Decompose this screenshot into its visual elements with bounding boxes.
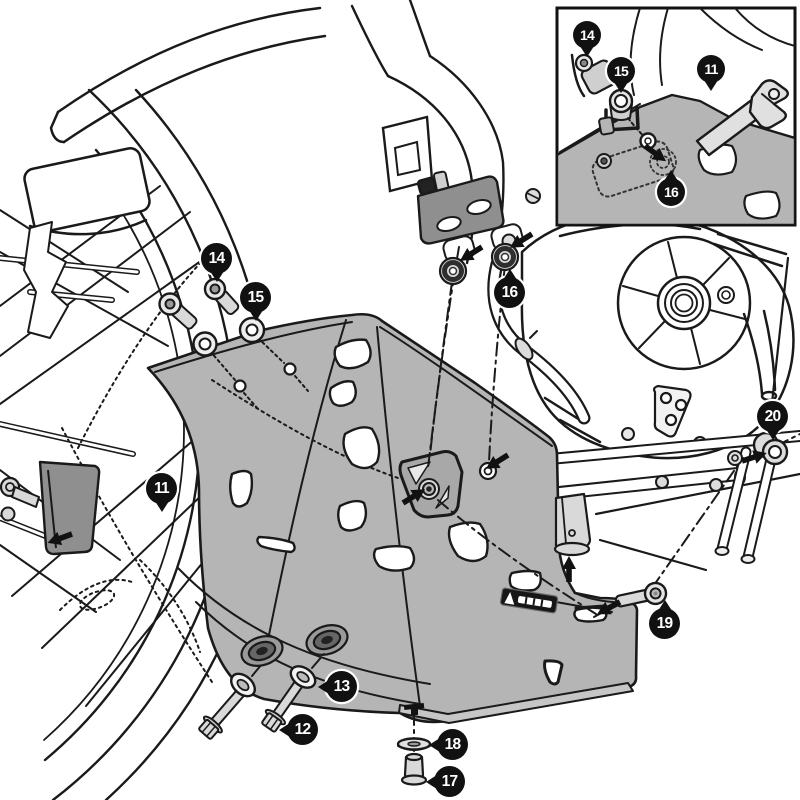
tire-knob-pad (23, 147, 151, 233)
inset-callout-11-label: 11 (704, 61, 718, 77)
washer-20 (727, 450, 743, 466)
inset-callout-15: 15 (607, 57, 635, 85)
callout-12-label: 12 (294, 720, 311, 738)
callout-15-label: 15 (247, 288, 264, 306)
callout-11-label: 11 (154, 479, 170, 497)
callout-12: 12 (287, 714, 318, 745)
washer-14 (192, 331, 218, 357)
clutch-cover (616, 235, 752, 371)
bolt-14 (158, 292, 198, 330)
brand-badge (499, 587, 559, 614)
callout-20-label: 20 (764, 407, 781, 425)
callout-19-label: 19 (656, 614, 673, 632)
callout-16: 16 (494, 277, 525, 308)
hose-clamp (514, 337, 534, 361)
clamp-bracket (553, 492, 592, 557)
frame-downtubes (350, 0, 505, 265)
callout-19: 19 (649, 608, 680, 639)
callout-14-label: 14 (208, 249, 225, 267)
callout-11: 11 (146, 473, 177, 504)
callout-13: 13 (326, 671, 357, 702)
crash-bar-tubes (714, 446, 778, 564)
inset-callout-14-label: 14 (580, 27, 595, 43)
callout-15: 15 (240, 282, 271, 313)
plate-cutouts (229, 338, 608, 686)
skid-plate-flange (398, 682, 634, 724)
washer-13-left (230, 672, 256, 698)
wrench-icon (695, 79, 789, 157)
stand-bracket (652, 384, 692, 438)
callout-16-label: 16 (501, 283, 518, 301)
callout-17-label: 17 (441, 772, 458, 790)
inset-callout-15-label: 15 (614, 63, 629, 79)
callout-20: 20 (757, 401, 788, 432)
callout-18-label: 18 (444, 735, 461, 753)
inset-callout-16: 16 (657, 178, 685, 206)
inset-callout-16-label: 16 (664, 184, 679, 200)
inset-callout-14: 14 (573, 21, 601, 49)
skid-plate (146, 312, 639, 724)
washer-side (478, 461, 498, 481)
plate-bosses (240, 624, 349, 667)
callout-13-label: 13 (333, 677, 350, 695)
callout-14: 14 (201, 243, 232, 274)
bolt-19 (614, 581, 668, 608)
recessed-mount (398, 450, 464, 519)
bolt-tip (403, 702, 425, 715)
bolt-12-left (198, 688, 245, 740)
callout-18: 18 (437, 729, 468, 760)
callout-17: 17 (434, 766, 465, 797)
hub-flange (23, 221, 69, 339)
assembly-lines (209, 246, 800, 769)
rear-fender (49, 6, 327, 144)
inset-callout-11: 11 (697, 55, 725, 83)
